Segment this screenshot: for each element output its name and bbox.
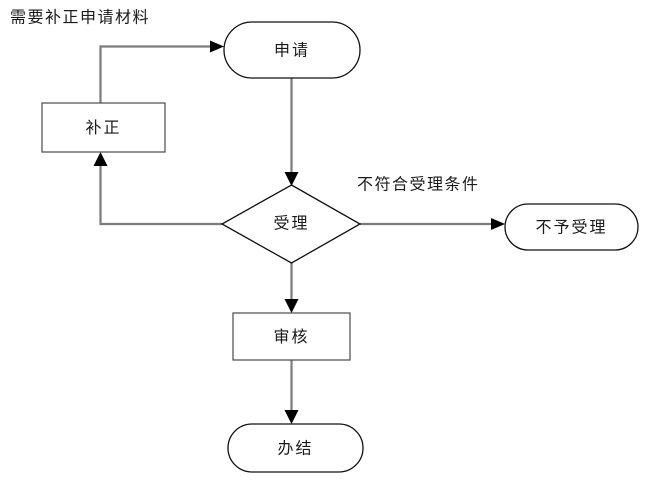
node-apply-label: 申请 — [274, 41, 310, 60]
node-done-shape — [227, 423, 364, 473]
edge-accept-to-review — [284, 263, 299, 313]
node-correct[interactable]: 补正 — [41, 102, 166, 153]
edge-accept-to-review-arrowhead — [284, 299, 299, 313]
edge-accept-to-reject-arrowhead — [491, 218, 505, 230]
label-not-meet-conditions: 不符合受理条件 — [357, 175, 480, 194]
edge-accept-to-reject — [360, 218, 505, 230]
node-reject-label: 不予受理 — [535, 218, 607, 237]
node-reject[interactable]: 不予受理 — [504, 203, 639, 251]
node-accept-label: 受理 — [273, 214, 309, 233]
edge-review-to-done — [284, 360, 299, 424]
node-accept[interactable]: 受理 — [220, 184, 362, 264]
node-apply-shape — [223, 21, 361, 79]
node-review-shape — [232, 312, 351, 361]
node-review[interactable]: 审核 — [232, 312, 351, 361]
edge-correct-to-apply-line — [99, 45, 214, 103]
node-accept-shape — [220, 184, 362, 264]
node-correct-label: 补正 — [85, 118, 121, 137]
edge-apply-to-accept — [284, 78, 299, 186]
edge-review-to-done-arrowhead — [284, 410, 299, 424]
edge-accept-to-correct — [93, 152, 222, 226]
node-apply[interactable]: 申请 — [223, 21, 361, 79]
edge-accept-to-correct-arrowhead — [93, 152, 108, 166]
edge-correct-to-apply-arrowhead — [210, 40, 224, 53]
node-done-label: 办结 — [277, 439, 313, 458]
edge-apply-to-accept-arrowhead — [284, 172, 299, 186]
node-reject-shape — [504, 203, 639, 251]
node-correct-shape — [41, 102, 166, 153]
node-done[interactable]: 办结 — [227, 423, 364, 473]
edge-accept-to-correct-line — [99, 162, 222, 226]
node-review-label: 审核 — [273, 327, 309, 346]
label-need-correction: 需要补正申请材料 — [10, 8, 150, 27]
edge-correct-to-apply — [99, 40, 224, 103]
